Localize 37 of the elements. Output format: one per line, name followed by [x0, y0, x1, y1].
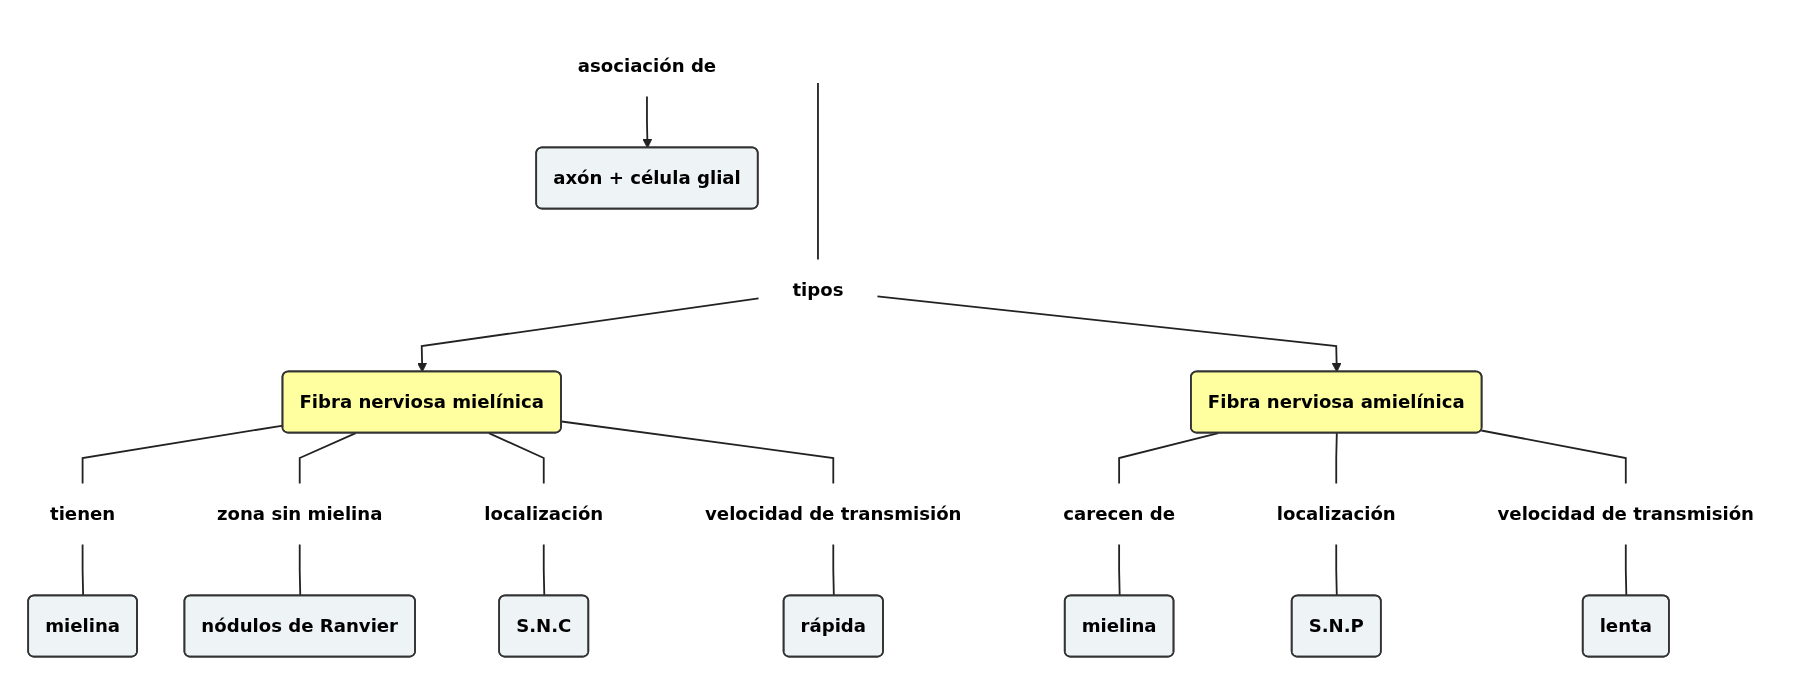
connector [1335, 543, 1338, 597]
connector [1624, 543, 1628, 597]
concept-box: rápida [782, 594, 884, 658]
concept-box: Fibra nerviosa amielínica [1190, 370, 1483, 434]
linking-phrase: localización [1276, 502, 1396, 525]
connector [1118, 543, 1121, 597]
linking-phrase: carecen de [1063, 502, 1175, 525]
connector [487, 432, 545, 485]
connector [832, 543, 835, 597]
linking-phrase: localización [484, 502, 604, 525]
connector [298, 543, 302, 597]
concept-box: S.N.C [498, 594, 590, 658]
connector [81, 424, 284, 485]
concept-box: S.N.P [1290, 594, 1382, 658]
concept-box: mielina [27, 594, 138, 658]
linking-phrase: velocidad de transmisión [1497, 502, 1754, 525]
connector [1118, 432, 1220, 485]
connector [81, 543, 85, 597]
concept-box: Fibra nerviosa mielínica [281, 370, 562, 434]
connector [817, 82, 819, 261]
linking-phrase: tienen [50, 502, 116, 525]
connector [542, 543, 546, 597]
linking-phrase: asociación de [577, 54, 717, 77]
concept-box: mielina [1063, 594, 1175, 658]
linking-phrase: tipos [792, 278, 844, 301]
connector [560, 420, 835, 485]
connector [1335, 432, 1338, 485]
connector [298, 432, 357, 485]
linking-phrase: velocidad de transmisión [705, 502, 962, 525]
concept-box: lenta [1581, 594, 1670, 658]
arrow [876, 295, 1342, 373]
concept-box: axón + célula glial [535, 146, 759, 210]
arrow [642, 95, 653, 149]
arrow [417, 297, 760, 373]
concept-box: nódulos de Ranvier [183, 594, 416, 658]
connector [1480, 429, 1627, 485]
linking-phrase: zona sin mielina [217, 502, 383, 525]
